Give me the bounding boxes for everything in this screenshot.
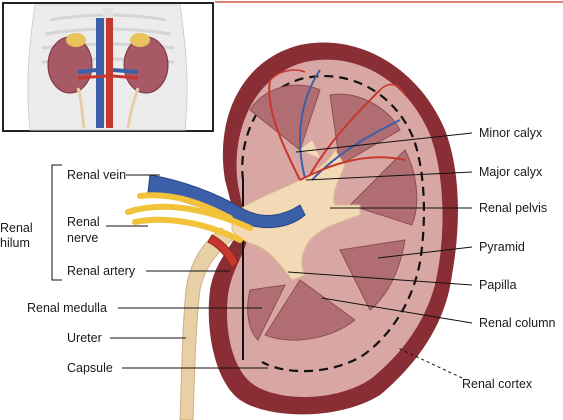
label-pyramid: Pyramid bbox=[479, 240, 525, 254]
leader-lines bbox=[106, 132, 473, 379]
label-renal-medulla: Renal medulla bbox=[27, 301, 107, 315]
label-renal-nerve-2: nerve bbox=[67, 231, 98, 245]
label-renal-column: Renal column bbox=[479, 316, 555, 330]
inset-left-ureter bbox=[76, 87, 86, 129]
label-capsule: Capsule bbox=[67, 361, 113, 375]
label-minor-calyx: Minor calyx bbox=[479, 126, 543, 140]
label-renal-cortex: Renal cortex bbox=[462, 377, 533, 391]
leader-pyramid bbox=[377, 246, 473, 259]
renal-pyramids bbox=[247, 84, 418, 341]
leader-minor-calyx bbox=[295, 132, 473, 153]
label-papilla: Papilla bbox=[479, 278, 517, 292]
label-renal-hilum-1: Renal bbox=[0, 221, 33, 235]
inset-right-adrenal bbox=[130, 33, 150, 47]
inset-vena-cava bbox=[96, 18, 104, 128]
renal-artery-vessel bbox=[207, 234, 239, 269]
pyramid-2 bbox=[329, 93, 401, 166]
pyramid-4 bbox=[339, 239, 406, 311]
renal-hilum-bracket bbox=[51, 164, 62, 281]
leader-major-calyx bbox=[305, 171, 473, 181]
inset-renal-veins bbox=[77, 68, 139, 74]
inset-renal-arteries bbox=[77, 74, 139, 80]
inset-torso-figure bbox=[2, 2, 214, 132]
label-renal-pelvis: Renal pelvis bbox=[479, 201, 547, 215]
label-ureter: Ureter bbox=[67, 331, 102, 345]
inset-aorta bbox=[106, 18, 113, 128]
kidney-section bbox=[125, 42, 458, 420]
label-renal-nerve-1: Renal bbox=[67, 215, 100, 229]
inset-right-ureter bbox=[126, 87, 140, 129]
label-renal-vein: Renal vein bbox=[67, 168, 126, 182]
label-major-calyx: Major calyx bbox=[479, 165, 543, 179]
pyramid-6 bbox=[247, 284, 286, 341]
labels: Renal hilum Renal vein Renal nerve Renal… bbox=[0, 126, 555, 391]
minor-calyx-shape bbox=[300, 140, 320, 158]
label-renal-artery: Renal artery bbox=[67, 264, 136, 278]
pyramid-3 bbox=[349, 149, 418, 226]
pyramid-1 bbox=[249, 84, 321, 151]
inset-left-adrenal bbox=[66, 33, 86, 47]
renal-nerve-bundle bbox=[125, 192, 253, 243]
cortical-vessels bbox=[268, 69, 406, 181]
label-renal-hilum-2: hilum bbox=[0, 236, 30, 250]
pyramid-5 bbox=[264, 279, 356, 341]
leader-papilla bbox=[287, 271, 473, 286]
leader-renal-column bbox=[321, 297, 473, 324]
